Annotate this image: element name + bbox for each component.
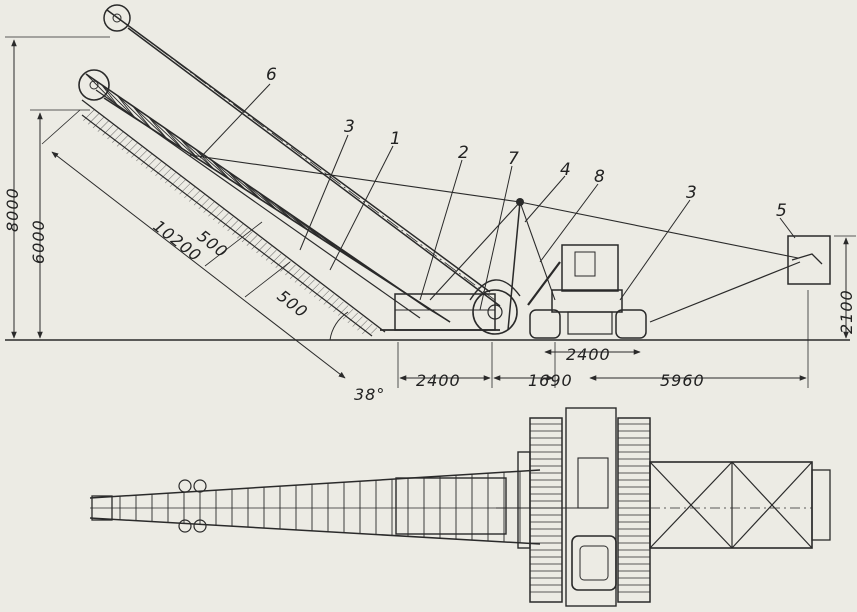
trench-slope [80,108,380,337]
dim-angle: 38° [354,385,385,404]
side-elevation-view: 6 3 1 2 7 4 8 3 5 8000 6000 10200 500 5 [3,4,856,404]
callout-1: 1 [390,129,401,149]
dim-2100: 2100 [837,289,856,334]
track-wheel-rear [615,309,647,339]
dim-500-b: 500 [274,286,312,322]
upper-boom [103,4,501,307]
dimension-lines-left [5,36,110,339]
drive-sprocket [472,289,518,335]
dim-2400-base: 2400 [416,371,461,390]
bucket-frame-plan [649,461,831,549]
callout-2: 2 [458,143,469,163]
dim-5960: 5960 [660,371,705,390]
discharge-bucket [787,235,831,285]
base-frame [380,293,500,331]
callout-3-left: 3 [344,117,355,137]
dimension-lines-right [834,235,856,339]
callout-7: 7 [508,149,519,169]
crawler-tracks [529,417,651,603]
dim-1690: 1690 [528,371,573,390]
dim-2400-track: 2400 [566,345,611,364]
tractor [527,244,647,339]
cab-top [571,535,617,591]
cab [561,244,619,292]
dim-6000: 6000 [29,219,48,264]
plan-view [89,407,831,607]
callout-5: 5 [776,201,787,221]
dimension-boom-length [41,109,346,379]
angle-arc [329,311,349,341]
callout-6: 6 [266,65,277,85]
track-wheel-front [529,309,561,339]
dimension-lines-bottom [397,290,809,388]
dim-8000: 8000 [3,187,22,232]
callout-3-right: 3 [686,183,697,203]
main-boom-truss [78,69,451,323]
callout-8: 8 [594,167,605,187]
callout-4: 4 [560,160,571,180]
